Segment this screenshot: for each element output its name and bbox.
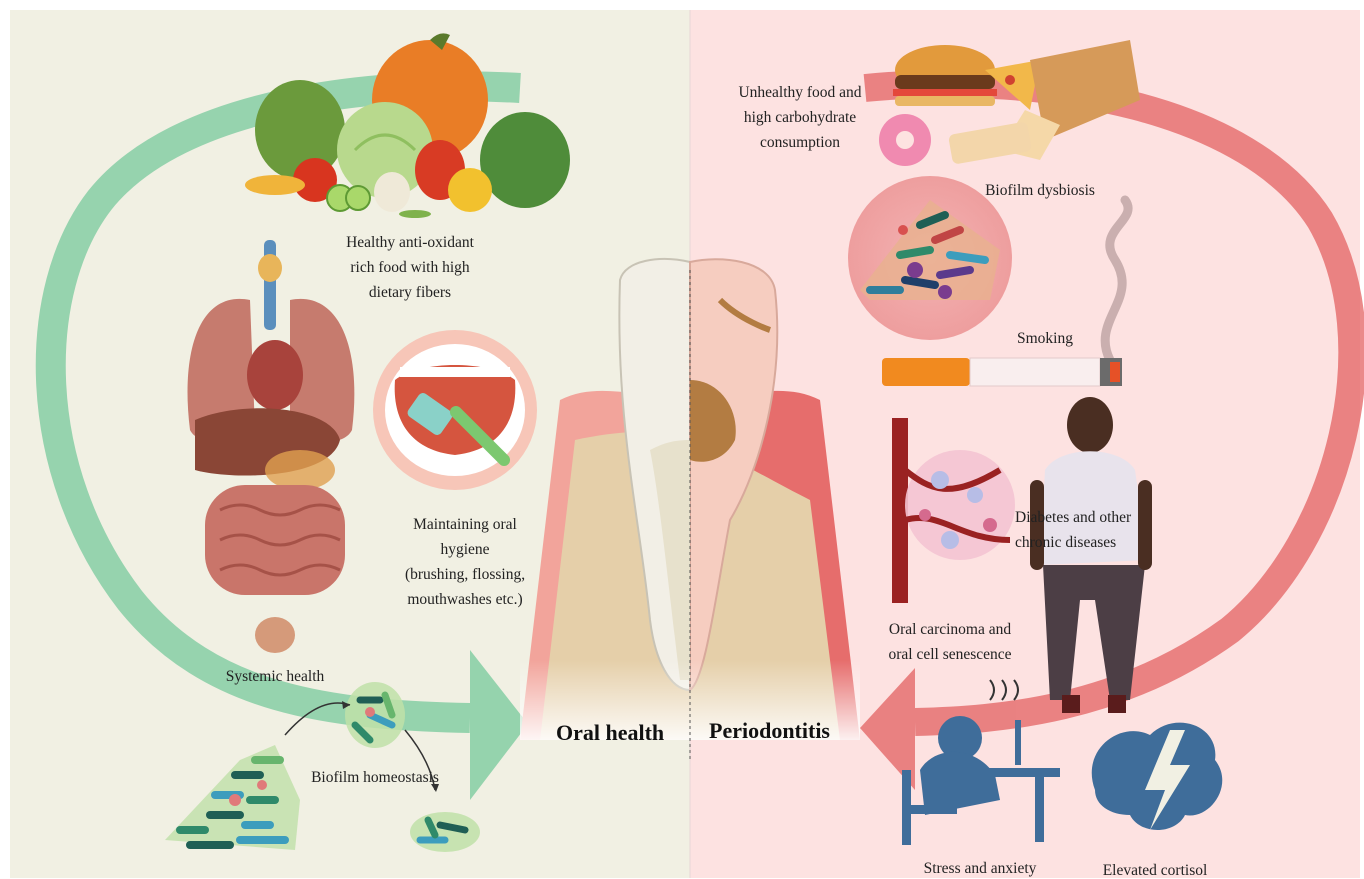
stress-label: Stress and anxiety	[895, 856, 1065, 879]
oral-hygiene-line-2: hygiene	[370, 537, 560, 562]
oral-hygiene-label: Maintaining oral hygiene (brushing, flos…	[370, 512, 560, 612]
carcinoma-line-2: oral cell senescence	[860, 642, 1040, 667]
oral-hygiene-line-1: Maintaining oral	[370, 512, 560, 537]
carcinoma-line-1: Oral carcinoma and	[860, 617, 1040, 642]
cigarette-icon	[882, 358, 1122, 386]
oral-hygiene-line-3: (brushing, flossing,	[370, 562, 560, 587]
oral-health-title: Oral health	[556, 720, 664, 746]
healthy-food-line-1: Healthy anti-oxidant	[305, 230, 515, 255]
diabetes-line-2: chronic diseases	[1015, 530, 1185, 555]
carcinoma-label: Oral carcinoma and oral cell senescence	[860, 617, 1040, 667]
biofilm-dysbiosis-label: Biofilm dysbiosis	[965, 178, 1115, 203]
smoking-label: Smoking	[995, 326, 1095, 351]
unhealthy-food-line-1: Unhealthy food and	[705, 80, 895, 105]
periodontitis-title: Periodontitis	[709, 718, 830, 744]
unhealthy-food-line-3: consumption	[705, 130, 895, 155]
systemic-health-label: Systemic health	[200, 664, 350, 689]
biofilm-homeostasis-label: Biofilm homeostasis	[290, 765, 460, 790]
healthy-food-line-3: dietary fibers	[305, 280, 515, 305]
unhealthy-food-label: Unhealthy food and high carbohydrate con…	[705, 80, 895, 155]
diabetes-line-1: Diabetes and other	[1015, 505, 1185, 530]
oral-hygiene-line-4: mouthwashes etc.)	[370, 587, 560, 612]
diabetes-label: Diabetes and other chronic diseases	[1015, 505, 1185, 555]
healthy-food-line-2: rich food with high	[305, 255, 515, 280]
mouth-toothbrush-icon	[373, 330, 537, 490]
healthy-food-label: Healthy anti-oxidant rich food with high…	[305, 230, 515, 305]
unhealthy-food-line-2: high carbohydrate	[705, 105, 895, 130]
cortisol-label: Elevated cortisol	[1075, 858, 1235, 879]
